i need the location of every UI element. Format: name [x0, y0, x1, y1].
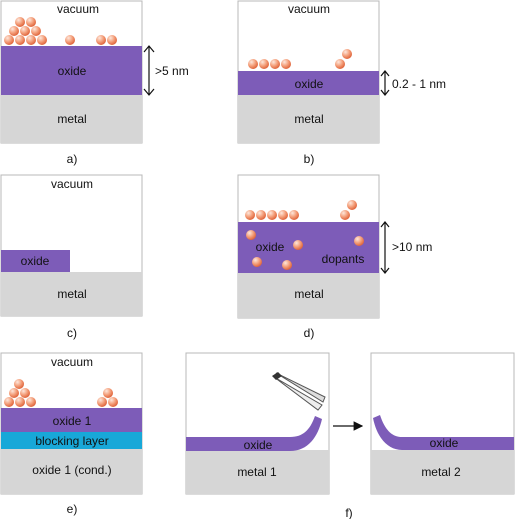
panel-a-thickness-arrow [143, 45, 155, 96]
panel-c-metal-label: metal [57, 287, 86, 301]
particle [9, 388, 19, 398]
panel-d-thickness-arrow [380, 221, 390, 274]
panel-f-right-metal-label: metal 2 [421, 465, 461, 479]
panel-e-substrate-layer [1, 449, 142, 494]
panel-d-metal-label: metal [294, 287, 323, 301]
particle [107, 35, 117, 45]
panel-f-left-metal-layer [186, 450, 329, 494]
panel-d-oxide-label: oxide [256, 240, 285, 254]
panel-e-caption: e) [67, 502, 78, 516]
particle [14, 379, 24, 389]
particle [26, 397, 36, 407]
panel-e-oxide-label: oxide 1 [53, 414, 92, 428]
panel-e-vacuum-label: vacuum [51, 355, 93, 369]
panel-d: oxide dopants metal >10 nm d) [237, 174, 432, 340]
particle [97, 397, 107, 407]
panel-e-oxide-layer [1, 408, 142, 432]
panel-d-particles [245, 200, 357, 220]
particle [248, 59, 258, 69]
panel-b-particles [248, 49, 352, 69]
particle [20, 388, 30, 398]
particle [15, 397, 25, 407]
panel-b-oxide-layer [238, 71, 379, 95]
particle [270, 59, 280, 69]
particle [259, 59, 269, 69]
particle [267, 210, 277, 220]
particle [4, 397, 14, 407]
particle [96, 35, 106, 45]
panel-b: vacuum oxide metal 0.2 - 1 nm b) [237, 0, 446, 166]
panel-b-vacuum-label: vacuum [288, 2, 330, 16]
particle [37, 35, 47, 45]
particle [347, 200, 357, 210]
panel-b-oxide-label: oxide [295, 77, 324, 91]
panel-d-thickness-label: >10 nm [392, 240, 432, 254]
particle [20, 26, 30, 36]
panel-a-oxide-layer [1, 46, 142, 95]
panel-f-left-metal-label: metal 1 [237, 465, 277, 479]
particle [289, 210, 299, 220]
particle [256, 210, 266, 220]
panel-e-blocking-label: blocking layer [35, 434, 108, 448]
particle [103, 388, 113, 398]
particle [278, 210, 288, 220]
panel-b-caption: b) [304, 152, 315, 166]
dopant-particle [246, 230, 256, 240]
particle [9, 26, 19, 36]
particle [342, 49, 352, 59]
panel-a-oxide-label: oxide [58, 64, 87, 78]
dopant-particle [293, 240, 303, 250]
panel-e: vacuum oxide 1 blocking layer oxide 1 (c… [0, 352, 143, 516]
panel-c-oxide-label: oxide [21, 254, 50, 268]
particle [65, 35, 75, 45]
panel-c-metal-layer [1, 272, 142, 316]
particle [4, 35, 14, 45]
panel-a-caption: a) [67, 152, 78, 166]
particle [340, 210, 350, 220]
panel-f-left-oxide-film [186, 416, 322, 451]
panel-a-metal-layer [1, 95, 142, 143]
particle [31, 26, 41, 36]
panel-b-metal-label: metal [294, 112, 323, 126]
tweezers-icon [272, 372, 326, 411]
panel-b-thickness-arrow [380, 70, 390, 96]
panel-e-particles [4, 379, 118, 407]
particle [281, 59, 291, 69]
panel-a-metal-label: metal [57, 112, 86, 126]
dopant-particle [252, 257, 262, 267]
particle [245, 210, 255, 220]
particle [26, 35, 36, 45]
panel-c: vacuum oxide metal c) [0, 174, 143, 340]
panel-b-thickness-label: 0.2 - 1 nm [392, 77, 446, 91]
particle [335, 59, 345, 69]
panel-f-left-oxide-label: oxide [244, 438, 273, 452]
panel-f-right-oxide-label: oxide [430, 436, 459, 450]
panel-a: vacuum oxide metal >5 nm a) [0, 0, 189, 166]
dopant-particle [282, 260, 292, 270]
panel-a-vacuum-label: vacuum [57, 2, 99, 16]
panel-f-right-metal-layer [371, 450, 514, 494]
panel-b-metal-layer [238, 95, 379, 143]
panel-a-thickness-label: >5 nm [155, 64, 189, 78]
panel-f-caption: f) [345, 506, 352, 519]
panel-e-blocking-layer [1, 432, 142, 449]
panel-d-oxide-layer [238, 222, 379, 273]
particle [26, 17, 36, 27]
dopant-particle [354, 236, 364, 246]
particle [108, 397, 118, 407]
particle [15, 35, 25, 45]
panel-c-vacuum-label: vacuum [51, 177, 93, 191]
panel-d-caption: d) [304, 326, 315, 340]
panel-f-right-oxide-film [373, 415, 514, 450]
panel-c-caption: c) [67, 326, 77, 340]
panel-d-dopant-particles [246, 230, 364, 270]
panel-f: oxide metal 1 oxide metal 2 f) [185, 352, 515, 519]
panel-a-particles [4, 17, 117, 45]
panel-c-oxide-island [1, 250, 70, 272]
panel-d-metal-layer [238, 273, 379, 318]
particle [15, 17, 25, 27]
panel-e-substrate-label: oxide 1 (cond.) [32, 463, 111, 477]
panel-d-dopants-label: dopants [322, 252, 365, 266]
